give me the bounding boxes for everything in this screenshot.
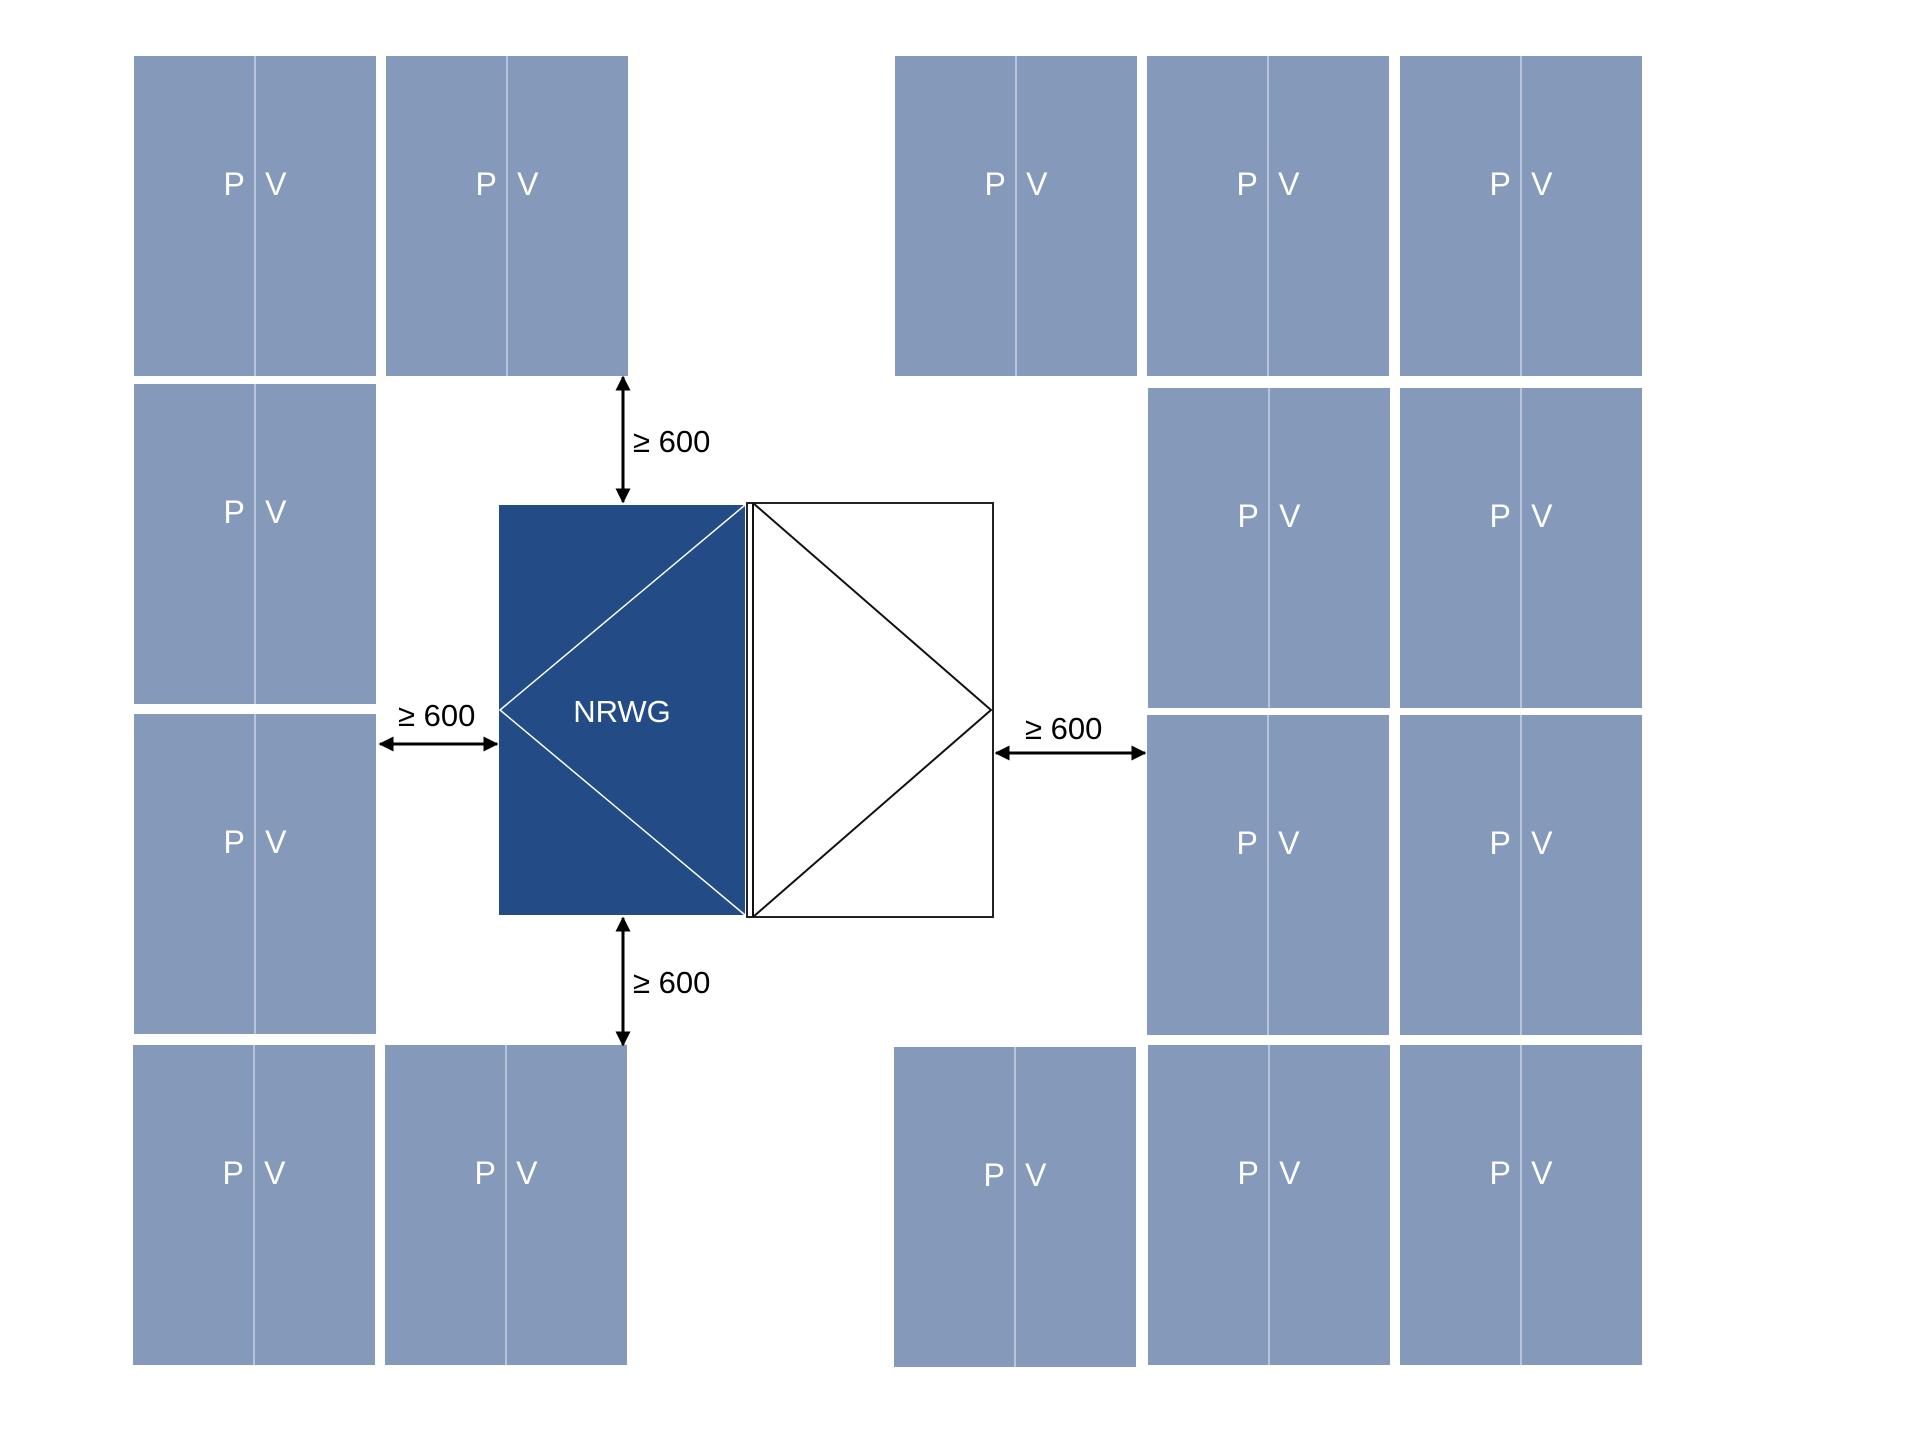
pv-panel-array: P V P V P V P V P V P V P V P V P V P V P V P V P V P… (133, 56, 1642, 1367)
dimension-bottom: ≥ 600 (615, 916, 710, 1047)
pv-panel: P V (1400, 715, 1642, 1035)
pv-panel-label: P V (224, 166, 293, 202)
pv-panel-label: P V (1490, 1155, 1559, 1191)
pv-panel-label: P V (1490, 825, 1559, 861)
pv-panel: P V (1147, 715, 1389, 1035)
pv-panel: P V (134, 56, 376, 376)
pv-panel: P V (895, 56, 1137, 376)
pv-panel: P V (1148, 388, 1390, 708)
pv-panel-label: P V (1237, 825, 1306, 861)
pv-panel-label: P V (476, 166, 545, 202)
pv-panel-label: P V (985, 166, 1054, 202)
pv-panel: P V (386, 56, 628, 376)
dimension-left: ≥ 600 (378, 698, 499, 752)
pv-panel: P V (134, 714, 376, 1034)
pv-panel-label: P V (1490, 166, 1559, 202)
dimension-top-label: ≥ 600 (633, 424, 710, 459)
nrwg-unit: NRWG (498, 504, 746, 916)
pv-panel: P V (1400, 56, 1642, 376)
nrwg-chevron (498, 504, 746, 916)
pv-panel: P V (1147, 56, 1389, 376)
dimension-left-label: ≥ 600 (398, 698, 475, 733)
pv-panel: P V (134, 384, 376, 704)
dimension-bottom-label: ≥ 600 (633, 965, 710, 1000)
pv-panel-label: P V (984, 1157, 1053, 1193)
dimension-right-label: ≥ 600 (1025, 711, 1102, 746)
flap-chevron (752, 502, 993, 918)
flap-frame (746, 502, 994, 918)
pv-panel-label: P V (223, 1155, 292, 1191)
dimension-top: ≥ 600 (615, 375, 710, 504)
pv-panel: P V (1400, 388, 1642, 708)
pv-panel-label: P V (224, 824, 293, 860)
dimension-right: ≥ 600 (994, 711, 1147, 761)
pv-panel: P V (894, 1047, 1136, 1367)
pv-panel: P V (133, 1045, 375, 1365)
pv-panel-label: P V (475, 1155, 544, 1191)
nrwg-flap (746, 502, 994, 918)
pv-panel-label: P V (1490, 498, 1559, 534)
pv-panel-label: P V (224, 494, 293, 530)
nrwg-body (499, 505, 745, 915)
nrwg-label: NRWG (573, 694, 671, 729)
pv-panel: P V (1148, 1045, 1390, 1365)
pv-panel: P V (385, 1045, 627, 1365)
pv-panel-label: P V (1237, 166, 1306, 202)
pv-panel-label: P V (1238, 498, 1307, 534)
pv-panel: P V (1400, 1045, 1642, 1365)
pv-panel-label: P V (1238, 1155, 1307, 1191)
